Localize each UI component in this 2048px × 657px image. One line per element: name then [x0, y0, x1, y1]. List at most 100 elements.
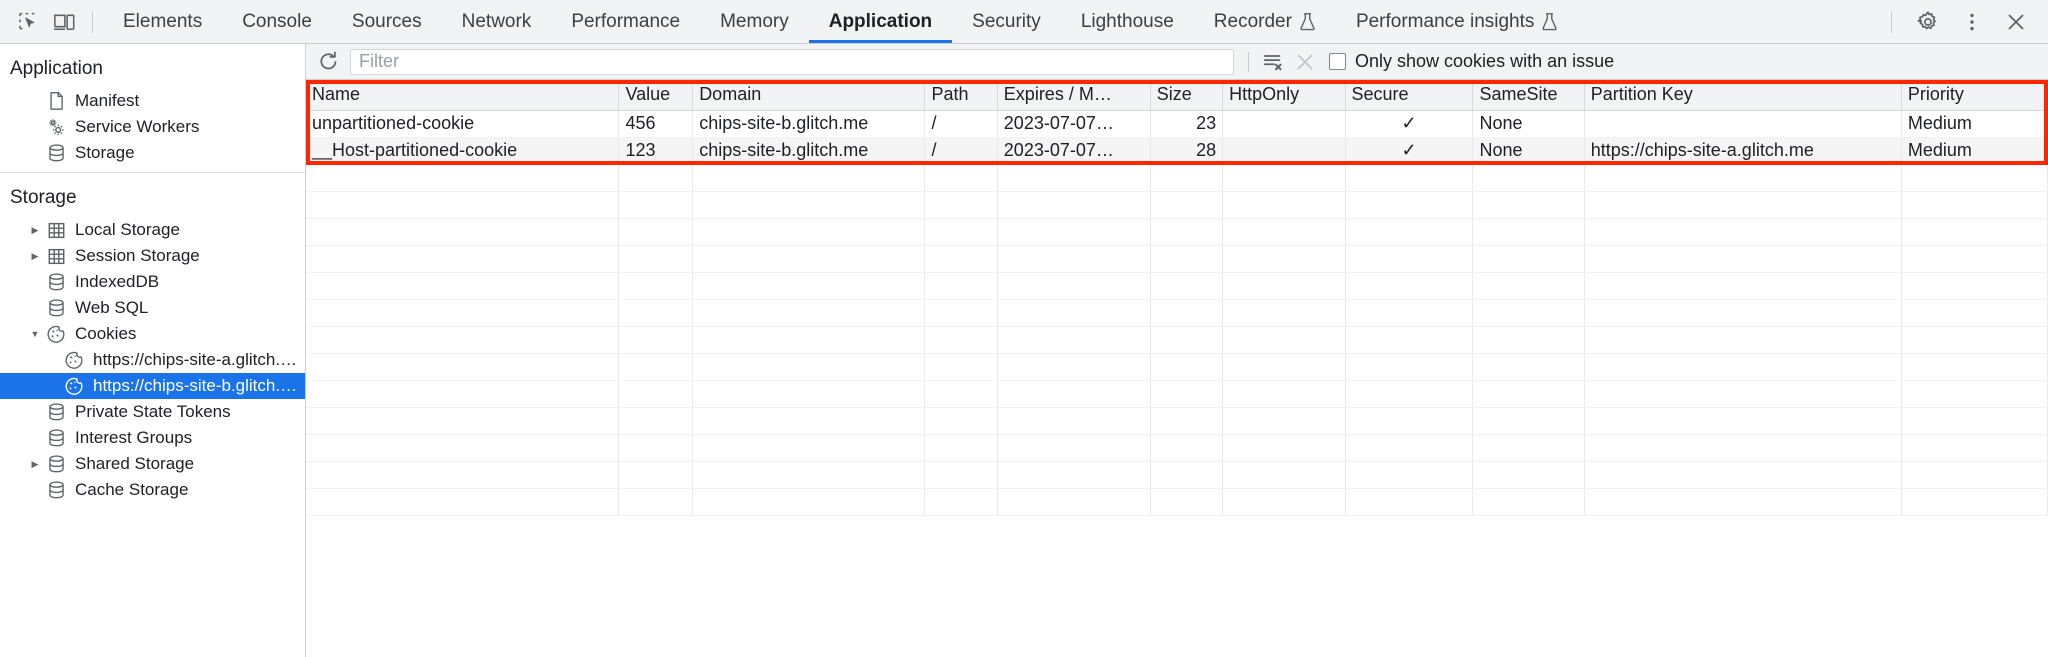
cell-partition-key: https://chips-site-a.glitch.me	[1584, 137, 1902, 165]
column-header[interactable]: Partition Key	[1584, 80, 1902, 111]
cell-domain: chips-site-b.glitch.me	[692, 110, 926, 138]
column-header[interactable]: Priority	[1901, 80, 2048, 111]
cell-same-site: None	[1472, 110, 1585, 138]
empty-cell	[997, 245, 1151, 273]
empty-cell	[1472, 272, 1585, 300]
sidebar-item-manifest[interactable]: Manifest	[0, 88, 305, 114]
empty-cell	[1345, 218, 1474, 246]
cookies-panel: Filter Only show cookies with an	[306, 44, 2048, 657]
sidebar-item-interest-groups[interactable]: Interest Groups	[0, 425, 305, 451]
sidebar-item-private-state-tokens[interactable]: Private State Tokens	[0, 399, 305, 425]
column-header[interactable]: Expires / M…	[997, 80, 1151, 111]
sidebar-item-https-chips-site-b-glitch-me[interactable]: https://chips-site-b.glitch.me	[0, 373, 305, 399]
tab-network[interactable]: Network	[442, 0, 552, 43]
empty-cell	[1472, 191, 1585, 219]
column-header[interactable]: Name	[306, 80, 620, 111]
tab-label: Application	[828, 10, 933, 32]
cell-value: 456	[618, 110, 694, 138]
sidebar-item-local-storage[interactable]: Local Storage	[0, 217, 305, 243]
toolbar-divider-right	[1891, 10, 1892, 33]
chevron-right-icon[interactable]	[26, 251, 44, 262]
cell-name: __Host-partitioned-cookie	[306, 137, 620, 165]
tab-elements[interactable]: Elements	[103, 0, 222, 43]
gear-icon[interactable]	[1906, 5, 1950, 39]
sidebar-item-storage[interactable]: Storage	[0, 140, 305, 166]
empty-cell	[618, 164, 694, 192]
empty-cell	[692, 353, 926, 381]
only-show-issues-checkbox[interactable]: Only show cookies with an issue	[1329, 51, 1614, 72]
chevron-right-icon[interactable]	[26, 225, 44, 236]
column-header[interactable]: Value	[618, 80, 694, 111]
sidebar-item-label: Manifest	[75, 91, 140, 110]
inspect-element-icon[interactable]	[10, 5, 46, 39]
tab-sources[interactable]: Sources	[332, 0, 442, 43]
empty-cell	[306, 326, 620, 354]
column-header[interactable]: Size	[1150, 80, 1224, 111]
empty-cell	[1584, 434, 1902, 462]
sidebar-item-label: IndexedDB	[75, 272, 160, 291]
sidebar-item-web-sql[interactable]: Web SQL	[0, 295, 305, 321]
sidebar-item-cache-storage[interactable]: Cache Storage	[0, 477, 305, 503]
tab-lighthouse[interactable]: Lighthouse	[1061, 0, 1194, 43]
tab-label: Elements	[123, 10, 203, 32]
empty-cell	[997, 191, 1151, 219]
empty-row	[306, 299, 2048, 327]
empty-cell	[997, 461, 1151, 489]
sidebar-item-https-chips-site-a-glitch-me[interactable]: https://chips-site-a.glitch.me	[0, 347, 305, 373]
tab-recorder[interactable]: Recorder	[1194, 0, 1336, 43]
tab-memory[interactable]: Memory	[700, 0, 809, 43]
database-icon	[44, 454, 68, 474]
empty-cell	[618, 218, 694, 246]
empty-cell	[692, 461, 926, 489]
close-icon[interactable]	[1994, 5, 2038, 39]
cell-http-only	[1222, 110, 1346, 138]
column-header[interactable]: Domain	[692, 80, 926, 111]
empty-cell	[692, 407, 926, 435]
checkbox-box[interactable]	[1329, 53, 1346, 70]
sidebar-item-shared-storage[interactable]: Shared Storage	[0, 451, 305, 477]
chevron-down-icon[interactable]	[26, 329, 44, 339]
filter-input[interactable]: Filter	[350, 48, 1234, 75]
empty-cell	[924, 164, 998, 192]
tab-performance[interactable]: Performance	[551, 0, 700, 43]
refresh-icon[interactable]	[312, 48, 344, 76]
column-header[interactable]: Path	[924, 80, 998, 111]
empty-cell	[1584, 461, 1902, 489]
empty-cell	[997, 326, 1151, 354]
tab-security[interactable]: Security	[952, 0, 1061, 43]
empty-cell	[1345, 326, 1474, 354]
empty-cell	[1584, 218, 1902, 246]
sidebar-item-cookies[interactable]: Cookies	[0, 321, 305, 347]
empty-cell	[1584, 326, 1902, 354]
empty-cell	[1472, 461, 1585, 489]
empty-cell	[692, 326, 926, 354]
tab-application[interactable]: Application	[809, 0, 952, 43]
sidebar-item-label: Storage	[75, 143, 135, 162]
clear-all-cookies-icon[interactable]	[1257, 48, 1289, 76]
cell-value: 123	[618, 137, 694, 165]
empty-cell	[1345, 245, 1474, 273]
empty-cell	[1150, 164, 1224, 192]
empty-cell	[1901, 164, 2048, 192]
sidebar-item-service-workers[interactable]: Service Workers	[0, 114, 305, 140]
empty-cell	[692, 434, 926, 462]
tab-label: Performance insights	[1355, 10, 1535, 32]
sidebar-item-label: Cache Storage	[75, 480, 189, 499]
clear-filtered-cookies-icon[interactable]	[1289, 48, 1321, 76]
more-options-icon[interactable]	[1950, 5, 1994, 39]
device-toolbar-icon[interactable]	[46, 5, 82, 39]
chevron-right-icon[interactable]	[26, 459, 44, 470]
column-header[interactable]: HttpOnly	[1222, 80, 1346, 111]
column-header[interactable]: Secure	[1345, 80, 1474, 111]
sidebar-item-session-storage[interactable]: Session Storage	[0, 243, 305, 269]
empty-cell	[306, 380, 620, 408]
tab-console[interactable]: Console	[222, 0, 332, 43]
sidebar-item-indexeddb[interactable]: IndexedDB	[0, 269, 305, 295]
column-header[interactable]: SameSite	[1472, 80, 1585, 111]
tab-performance-insights[interactable]: Performance insights	[1336, 0, 1578, 43]
